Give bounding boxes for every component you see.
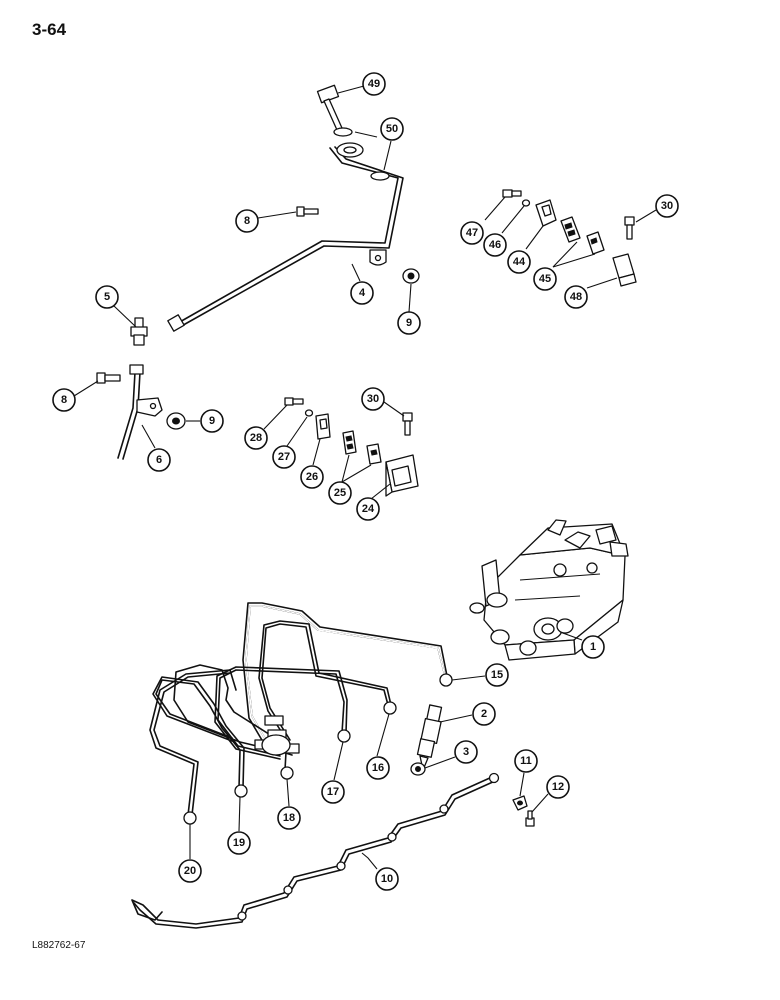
callout-10-label: 10	[381, 873, 393, 885]
callout-15: 15	[485, 663, 509, 687]
callout-20-label: 20	[184, 865, 196, 877]
callout-18: 18	[277, 806, 301, 830]
screw-47	[502, 189, 522, 198]
callout-47-label: 47	[466, 227, 478, 239]
callout-27-label: 27	[278, 451, 290, 463]
callout-8-upper-label: 8	[244, 215, 250, 227]
callout-11: 11	[514, 749, 538, 773]
callout-2-label: 2	[481, 708, 487, 720]
washer-3	[410, 762, 426, 776]
screw-8-lower	[96, 372, 121, 384]
clamp-44	[535, 199, 557, 227]
clamp-26	[315, 413, 331, 440]
callout-20: 20	[178, 859, 202, 883]
callout-9-lower-label: 9	[209, 415, 215, 427]
banjo-bolt-49	[316, 84, 343, 131]
washer-46	[521, 199, 531, 207]
callout-11-label: 11	[520, 755, 532, 767]
leader-lines	[73, 85, 657, 870]
callout-27: 27	[272, 445, 296, 469]
callout-15-label: 15	[491, 669, 503, 681]
callout-48: 48	[564, 285, 588, 309]
callout-19: 19	[227, 831, 251, 855]
grommet-9-upper	[402, 268, 420, 284]
bracket-24	[385, 454, 419, 497]
callout-6: 6	[147, 448, 171, 472]
callout-30-lower-label: 30	[367, 393, 379, 405]
leak-off-pipe-10	[131, 772, 500, 929]
callout-9-lower: 9	[200, 409, 224, 433]
callout-16: 16	[366, 756, 390, 780]
callout-48-label: 48	[570, 291, 582, 303]
grommet-9-lower	[166, 412, 186, 430]
leak-off-pipe-4	[167, 142, 404, 332]
injector-pipes-bundle	[149, 602, 453, 825]
adaptor-5	[130, 317, 148, 346]
bracket-48	[612, 253, 637, 287]
callout-8-upper: 8	[235, 209, 259, 233]
callout-30-lower: 30	[361, 387, 385, 411]
callout-10: 10	[375, 867, 399, 891]
callout-8-lower-label: 8	[61, 394, 67, 406]
callout-8-lower: 8	[52, 388, 76, 412]
callout-26: 26	[300, 465, 324, 489]
callout-30-upper: 30	[655, 194, 679, 218]
banjo-11	[512, 795, 528, 811]
callout-47: 47	[460, 221, 484, 245]
page-number: 3-64	[32, 20, 67, 39]
callout-4-label: 4	[359, 287, 366, 299]
callout-19-label: 19	[233, 837, 245, 849]
callout-49: 49	[362, 72, 386, 96]
bolt-30-lower	[402, 412, 413, 436]
callout-44: 44	[507, 250, 531, 274]
callout-17-label: 17	[327, 786, 339, 798]
clamp-halves-45	[560, 216, 605, 255]
callout-12-label: 12	[552, 781, 564, 793]
bolt-30-upper	[624, 216, 635, 240]
callout-6-label: 6	[156, 454, 162, 466]
callout-2: 2	[472, 702, 496, 726]
callout-26-label: 26	[306, 471, 318, 483]
washer-27	[304, 409, 314, 417]
callout-50-label: 50	[386, 123, 398, 135]
injector-2	[416, 704, 443, 771]
callout-28-label: 28	[250, 432, 262, 444]
callout-1-label: 1	[590, 641, 596, 653]
callout-50: 50	[380, 117, 404, 141]
figure-code: L882762-67	[32, 940, 86, 951]
callout-5: 5	[95, 285, 119, 309]
clamp-halves-25	[342, 430, 382, 465]
callout-4: 4	[350, 281, 374, 305]
callout-25-label: 25	[334, 487, 346, 499]
callout-45-label: 45	[539, 273, 551, 285]
callout-24: 24	[356, 497, 380, 521]
leak-off-pipe-6	[117, 364, 163, 460]
screw-28	[284, 397, 304, 406]
callout-18-label: 18	[283, 812, 295, 824]
callout-1: 1	[581, 635, 605, 659]
callout-9-upper-label: 9	[406, 317, 412, 329]
callout-28: 28	[244, 426, 268, 450]
callout-17: 17	[321, 780, 345, 804]
callout-9-upper: 9	[397, 311, 421, 335]
injection-pump-1	[469, 519, 629, 661]
callout-16-label: 16	[372, 762, 384, 774]
callout-49-label: 49	[368, 78, 380, 90]
callout-46: 46	[483, 233, 507, 257]
sealing-washers-50	[333, 127, 390, 181]
callout-25: 25	[328, 481, 352, 505]
callout-46-label: 46	[489, 239, 501, 251]
callout-3: 3	[454, 740, 478, 764]
callout-44-label: 44	[513, 256, 526, 268]
callout-3-label: 3	[463, 746, 469, 758]
callout-45: 45	[533, 267, 557, 291]
callout-12: 12	[546, 775, 570, 799]
callout-5-label: 5	[104, 291, 110, 303]
bolt-12	[525, 810, 535, 827]
callout-30-upper-label: 30	[661, 200, 673, 212]
screw-8-upper	[296, 206, 319, 217]
callout-24-label: 24	[362, 503, 375, 515]
